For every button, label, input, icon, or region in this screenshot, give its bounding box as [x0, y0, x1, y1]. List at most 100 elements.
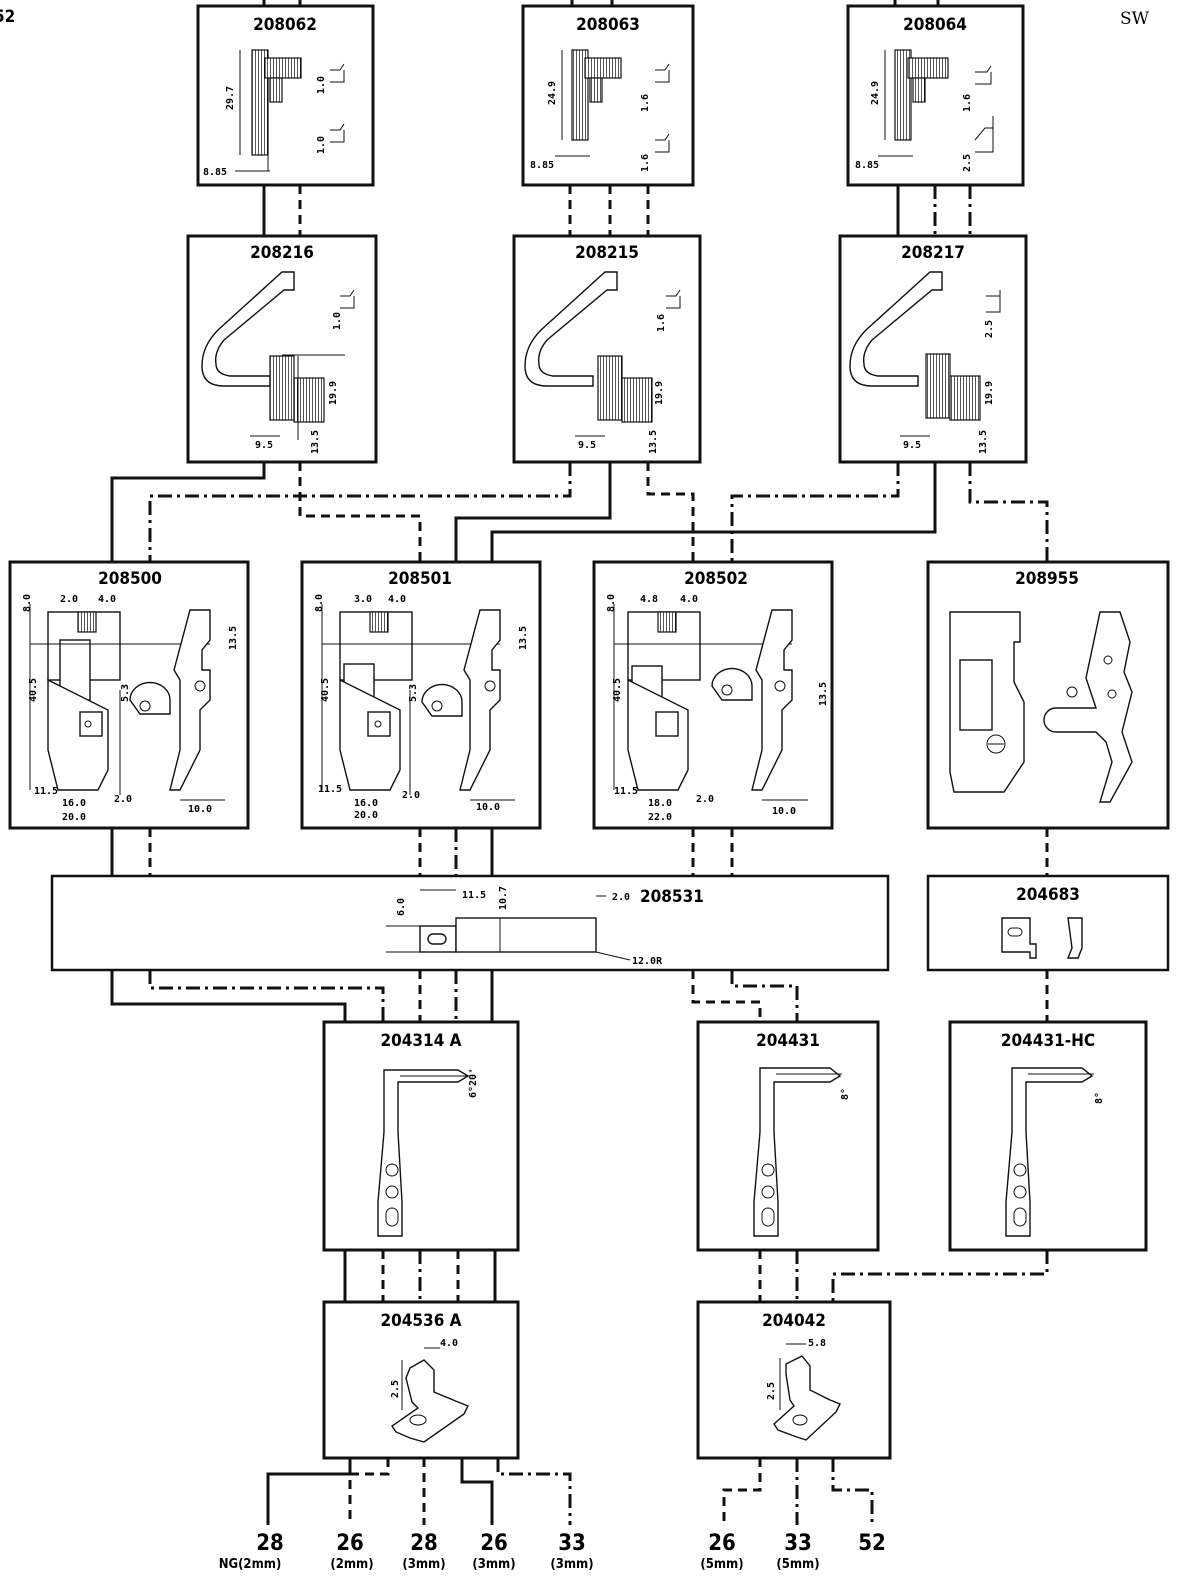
dim-label: 3.0: [354, 594, 372, 605]
dim-label: 9.5: [903, 440, 921, 451]
dim-label: 5.3: [120, 684, 131, 702]
part-204536A[interactable]: 204536 A 4.0 2.5: [324, 1302, 518, 1458]
output-labels: 28 NG(2mm) 26 (2mm) 28 (3mm) 26 (3mm) 33…: [219, 1531, 886, 1572]
dim-label: 24.9: [870, 81, 881, 105]
dim-label: 4.0: [440, 1338, 458, 1349]
dim-label: 1.6: [640, 154, 651, 172]
part-label: 208502: [684, 569, 748, 589]
dim-label: 9.5: [578, 440, 596, 451]
dim-label: 4.8: [640, 594, 658, 605]
part-208531[interactable]: 208531 6.0 11.5 10.7 2.0 12.0R: [52, 876, 888, 970]
dim-label: 1.0: [316, 136, 327, 154]
part-label: 208500: [98, 569, 162, 589]
dim-label: 1.0: [332, 312, 343, 330]
part-204042[interactable]: 204042 5.8 2.5: [698, 1302, 890, 1458]
dim-label: 8°: [840, 1088, 851, 1100]
dim-label: 6°20': [468, 1068, 479, 1098]
dim-label: 2.5: [390, 1380, 401, 1398]
dim-label: 19.9: [328, 381, 339, 405]
part-208501[interactable]: 208501 8.0 3.0 4.0 13.5 40.5 5.3 11.5 16…: [302, 562, 540, 828]
output-size: (3mm): [472, 1557, 515, 1572]
dim-label: 2.0: [612, 892, 630, 903]
dim-label: 8°: [1094, 1092, 1105, 1104]
output-size: (3mm): [550, 1557, 593, 1572]
dim-label: 10.0: [476, 802, 500, 813]
part-208215[interactable]: 208215 1.6 19.9 9.5 13.5: [514, 236, 700, 462]
output-number: 33: [784, 1531, 812, 1556]
output-number: 26: [708, 1531, 736, 1556]
page-number: 52: [0, 7, 15, 27]
part-208064[interactable]: 208064 24.9 8.85 1.6 2.5: [848, 6, 1023, 185]
output-number: 28: [256, 1531, 284, 1556]
part-label: 204314 A: [380, 1031, 461, 1051]
dim-label: 16.0: [62, 798, 86, 809]
part-label: 208501: [388, 569, 452, 589]
dim-label: 1.6: [962, 94, 973, 112]
dim-label: 5.8: [808, 1338, 826, 1349]
dim-label: 2.0: [402, 790, 420, 801]
dim-label: 1.0: [316, 76, 327, 94]
part-label: 208955: [1015, 569, 1079, 589]
dim-label: 2.5: [984, 320, 995, 338]
dim-label: 10.7: [498, 886, 509, 910]
dim-label: 11.5: [318, 784, 342, 795]
part-label: 204536 A: [380, 1311, 461, 1331]
dim-label: 13.5: [228, 626, 239, 650]
dim-label: 8.85: [855, 160, 879, 171]
dim-label: 6.0: [396, 898, 407, 916]
part-208955[interactable]: 208955: [928, 562, 1168, 828]
part-204683[interactable]: 204683: [928, 876, 1168, 970]
dim-label: 9.5: [255, 440, 273, 451]
output-number: 33: [558, 1531, 586, 1556]
dim-label: 1.6: [640, 94, 651, 112]
part-208500[interactable]: 208500 8.0 2.0 4.0 13.5 40.5 5.3 11.5 16…: [10, 562, 248, 828]
part-208217[interactable]: 208217 2.5 19.9 9.5 13.5: [840, 236, 1026, 462]
part-label: 204431-HC: [1001, 1031, 1095, 1051]
dim-label: 8.85: [530, 160, 554, 171]
part-208063[interactable]: 208063 24.9 8.85 1.6 1.6: [523, 6, 693, 185]
part-label: 208062: [253, 15, 317, 35]
dim-label: 22.0: [648, 812, 672, 823]
part-204314A[interactable]: 204314 A 6°20': [324, 1022, 518, 1250]
dim-label: 8.0: [22, 594, 33, 612]
part-label: 208531: [640, 887, 704, 907]
dim-label: 11.5: [614, 786, 638, 797]
connection-lines: [112, 0, 1047, 1525]
part-208062[interactable]: 208062 29.7 8.85 1.0 1.0: [198, 6, 373, 185]
dim-label: 8.85: [203, 167, 227, 178]
dim-label: 2.0: [114, 794, 132, 805]
dim-label: 2.5: [766, 1382, 777, 1400]
part-label: 208063: [576, 15, 640, 35]
part-204431[interactable]: 204431 8°: [698, 1022, 878, 1250]
output-number: 26: [480, 1531, 508, 1556]
dim-label: 11.5: [462, 890, 486, 901]
part-label: 208216: [250, 243, 314, 263]
dim-label: 40.5: [28, 678, 39, 702]
dim-label: 4.0: [388, 594, 406, 605]
part-label: 208215: [575, 243, 639, 263]
part-204431HC[interactable]: 204431-HC 8°: [950, 1022, 1146, 1250]
dim-label: 8.0: [314, 594, 325, 612]
dim-label: 10.0: [772, 806, 796, 817]
part-208502[interactable]: 208502 8.0 4.8 4.0 13.5 40.5 11.5 18.0 2…: [594, 562, 832, 828]
part-label: 204683: [1016, 885, 1080, 905]
part-label: 208064: [903, 15, 967, 35]
output-size: (5mm): [776, 1557, 819, 1572]
dim-label: 13.5: [978, 430, 989, 454]
part-208216[interactable]: 208216 1.0 19.9 9.5 13.5: [188, 236, 376, 462]
dim-label: 5.3: [408, 684, 419, 702]
dim-label: 24.9: [547, 81, 558, 105]
dim-label: 2.0: [696, 794, 714, 805]
series-label: SW: [1120, 9, 1150, 29]
dim-label: 10.0: [188, 804, 212, 815]
dim-label: 4.0: [680, 594, 698, 605]
output-size: NG(2mm): [219, 1557, 282, 1572]
dim-label: 20.0: [354, 810, 378, 821]
dim-label: 40.5: [320, 678, 331, 702]
output-number: 52: [858, 1531, 886, 1556]
dim-label: 1.6: [656, 314, 667, 332]
part-label: 204431: [756, 1031, 820, 1051]
dim-label: 16.0: [354, 798, 378, 809]
dim-label: 19.9: [984, 381, 995, 405]
